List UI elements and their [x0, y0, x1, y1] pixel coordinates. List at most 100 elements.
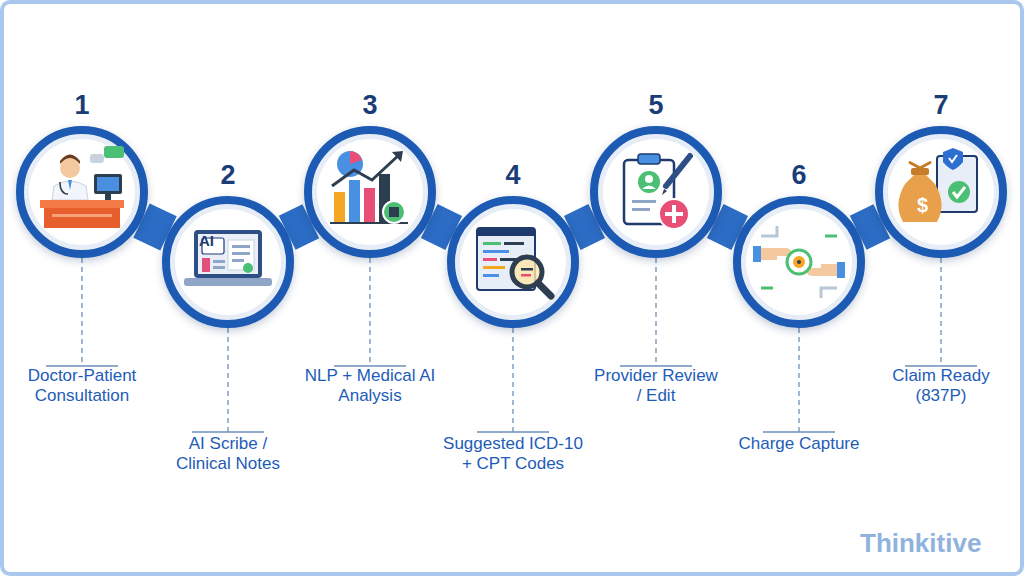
- icon-part: [948, 181, 970, 203]
- leader-tick: [192, 431, 264, 432]
- icon-part: [52, 214, 112, 217]
- icon-part: [184, 278, 272, 286]
- icon-part: [60, 155, 80, 165]
- icon-part: [837, 262, 845, 278]
- doctor-icon: [40, 146, 124, 228]
- icon-part: [512, 257, 542, 287]
- icon-part: [228, 240, 254, 270]
- leader-line: [655, 258, 656, 366]
- step-number: 4: [505, 160, 520, 190]
- icon-part: [232, 245, 250, 248]
- icon-part: [198, 234, 258, 274]
- connector-band: [287, 221, 311, 233]
- step-circle: 7Claim Ready (837P): [875, 126, 1007, 258]
- icon-part: [659, 199, 689, 229]
- icon-part: [392, 151, 403, 162]
- icon-part: [672, 205, 676, 223]
- icon-part: [483, 242, 501, 245]
- icon-part: [337, 151, 363, 177]
- icon-part: [350, 151, 362, 164]
- icon-part: [753, 246, 761, 262]
- icon-part: [949, 155, 957, 162]
- icon-part: [632, 200, 656, 203]
- connector-band: [715, 221, 739, 233]
- icon-part: [645, 175, 653, 183]
- icon-part: [68, 180, 72, 190]
- leader-line: [798, 328, 799, 432]
- icon-part: [665, 212, 683, 216]
- step-number: 7: [933, 90, 948, 120]
- icon-part: [662, 189, 667, 195]
- icon-part: [638, 171, 660, 193]
- leader-tick: [763, 431, 835, 432]
- icon-part: [90, 154, 104, 163]
- icon-part: [213, 266, 225, 269]
- clipboard-icon: [624, 154, 690, 229]
- icon-part: [909, 162, 931, 168]
- step-circle: 6Charge Capture: [733, 196, 865, 328]
- step-label: Provider Review / Edit: [590, 366, 722, 406]
- connector-band: [858, 221, 882, 233]
- icon-part: [477, 228, 535, 290]
- step-circle: 3NLP + Medical AI Analysis: [304, 126, 436, 258]
- icon-part: [243, 263, 253, 273]
- icon-part: [825, 235, 837, 238]
- icon-part: [334, 192, 345, 222]
- icon-part: [504, 242, 524, 245]
- chart-icon: [330, 151, 408, 223]
- leader-line: [227, 328, 228, 432]
- icon-part: [194, 230, 262, 278]
- icon-part: [383, 201, 405, 223]
- icon-part: [624, 160, 674, 224]
- icon-part: [202, 258, 210, 272]
- claim-icon: [898, 148, 977, 222]
- icon-part: [44, 208, 120, 228]
- leader-line: [940, 258, 941, 366]
- icon-part: [898, 174, 941, 222]
- icon-part: [797, 260, 801, 264]
- icon-part: [332, 154, 400, 186]
- step-circle: 4Suggested ICD-10 + CPT Codes: [447, 196, 579, 328]
- icon-part: [60, 182, 68, 194]
- icon-part: [60, 158, 80, 178]
- leader-tick: [477, 431, 549, 432]
- icon-part: [787, 250, 811, 274]
- icon-part: [40, 200, 124, 208]
- step-circle: 1Doctor-Patient Consultation: [16, 126, 148, 258]
- step-number: 1: [74, 90, 89, 120]
- icon-part: [632, 208, 650, 211]
- icon-part: [521, 268, 533, 271]
- step-label: Doctor-Patient Consultation: [15, 366, 149, 406]
- step-label: Charge Capture: [733, 434, 865, 454]
- step-label: Claim Ready (837P): [882, 366, 1000, 406]
- connector-band: [429, 221, 453, 233]
- icon-part: [807, 264, 839, 276]
- step-number: 5: [648, 90, 663, 120]
- icon-part: [213, 260, 225, 263]
- icon-part: [364, 188, 375, 222]
- step-number: 2: [220, 160, 235, 190]
- icon-part: [821, 288, 837, 298]
- icon-part: [97, 177, 119, 191]
- icon-part: [911, 168, 929, 175]
- icon-part: [521, 274, 531, 277]
- leader-line: [81, 258, 82, 366]
- icon-part: [202, 238, 224, 254]
- icon-part: [483, 250, 509, 253]
- step-label: AI Scribe / Clinical Notes: [163, 434, 293, 474]
- step-label: NLP + Medical AI Analysis: [284, 366, 456, 406]
- icon-part: [94, 174, 122, 194]
- icon-part: [500, 258, 520, 261]
- icon-part: [349, 180, 360, 222]
- icon-part: [232, 259, 244, 262]
- icon-part: [638, 154, 660, 164]
- icon-part: [538, 283, 551, 296]
- hands-icon: [753, 226, 845, 298]
- icon-part: [483, 258, 497, 261]
- icon-part: [483, 274, 499, 277]
- icon-part: [943, 148, 963, 170]
- step-label: Suggested ICD-10 + CPT Codes: [438, 434, 588, 474]
